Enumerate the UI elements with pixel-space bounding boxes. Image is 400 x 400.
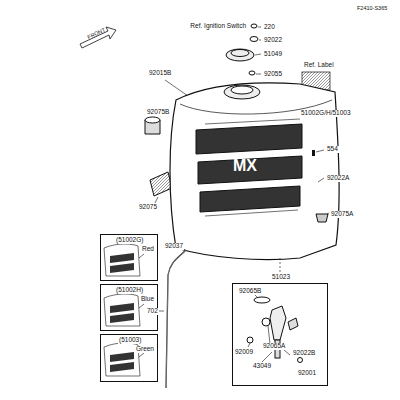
decal-text: MX [232, 158, 258, 174]
callout-number: 92022B [292, 350, 316, 357]
callout-number: 554 [326, 146, 339, 153]
variant-number: (51003) [118, 337, 142, 344]
callout-number: 92055 [263, 71, 283, 78]
color-name: Green [135, 346, 155, 353]
callout-number: 92037 [164, 243, 184, 250]
callout-number: 702 [146, 308, 159, 315]
callout-number: 220 [263, 24, 276, 31]
callout-number: 92015B [148, 70, 172, 77]
callout-number: 92065B [238, 288, 262, 295]
callout-number: Ref. Ignition Switch [189, 23, 247, 30]
callout-number: 92022 [263, 37, 283, 44]
callout-number: 92022A [326, 175, 350, 182]
color-variant-inset: (51002G) Red [100, 234, 158, 281]
callout-number: Ref. Label [303, 62, 335, 69]
part-number: 51023 [271, 274, 291, 281]
color-name: Red [141, 246, 155, 253]
callout-number: 92001 [297, 370, 317, 377]
variant-number: (51002G) [115, 237, 144, 244]
color-variant-inset: (51003) Green [100, 334, 158, 382]
callout-number: 92009 [234, 349, 254, 356]
variant-number: (51002H) [115, 287, 144, 294]
callout-number: 92075 [138, 204, 158, 211]
callout-number: 92075B [146, 109, 170, 116]
color-name: Blue [140, 296, 155, 303]
callout-number: 92065A [262, 343, 286, 350]
callout-number: 51049 [263, 51, 283, 58]
callout-number: 43049 [252, 363, 272, 370]
callout-number: 51002G/H/51003 [300, 110, 352, 117]
callout-number: 92075A [330, 211, 354, 218]
callout-number: F2410-S365 [356, 6, 388, 12]
